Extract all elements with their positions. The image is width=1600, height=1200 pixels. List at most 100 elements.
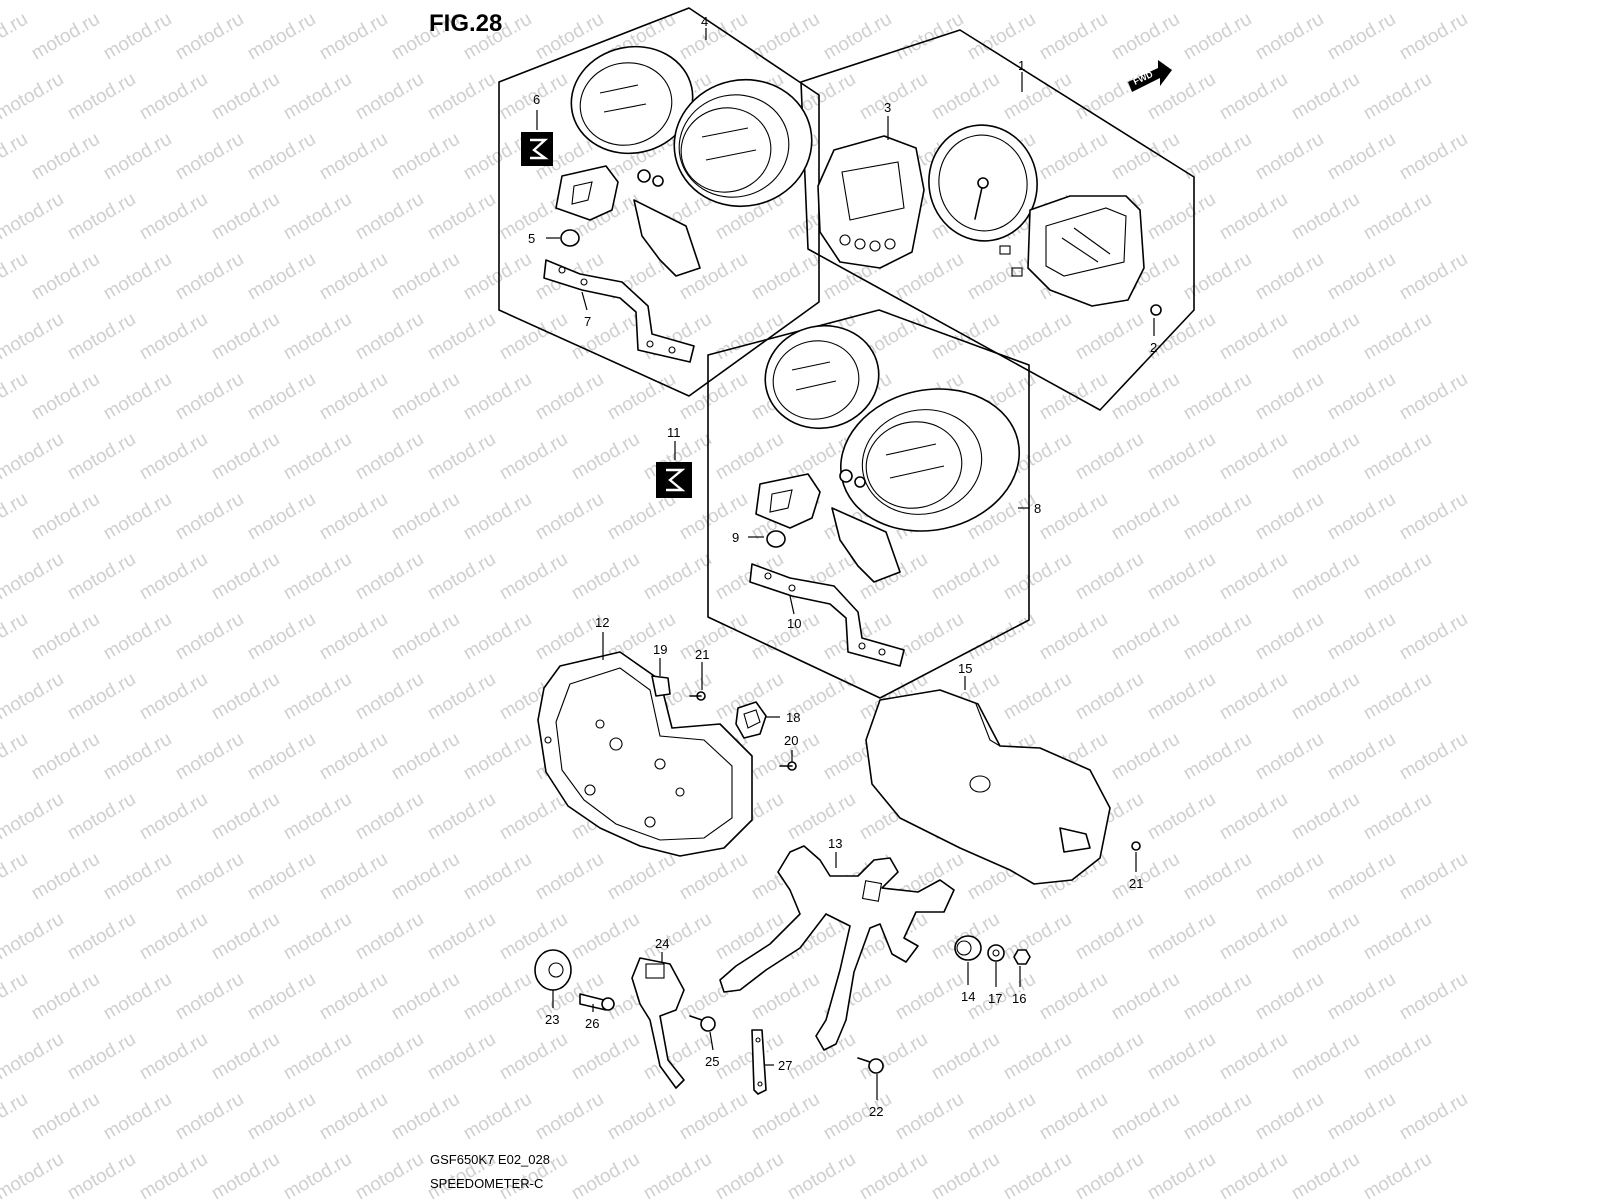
watermark-text: motod.ru bbox=[1288, 669, 1363, 725]
watermark-text: motod.ru bbox=[100, 369, 175, 425]
watermark-text: motod.ru bbox=[388, 489, 463, 545]
meter-case bbox=[537, 651, 753, 857]
cushion-18 bbox=[735, 701, 767, 739]
watermark-text: motod.ru bbox=[1000, 669, 1075, 725]
watermark-text: motod.ru bbox=[1396, 9, 1471, 65]
watermark-text: motod.ru bbox=[1288, 1029, 1363, 1085]
watermark-text: motod.ru bbox=[1324, 969, 1399, 1025]
watermark-text: motod.ru bbox=[280, 1029, 355, 1085]
watermark-text: motod.ru bbox=[820, 9, 895, 65]
watermark-text: motod.ru bbox=[424, 549, 499, 605]
watermark-text: motod.ru bbox=[424, 69, 499, 125]
grommet-middle bbox=[766, 530, 786, 548]
watermark-text: motod.ru bbox=[244, 609, 319, 665]
watermark-text: motod.ru bbox=[604, 1089, 679, 1145]
watermark-text: motod.ru bbox=[208, 1029, 283, 1085]
watermark-text: motod.ru bbox=[676, 1089, 751, 1145]
callout-24: 24 bbox=[655, 936, 669, 951]
watermark-text: motod.ru bbox=[856, 0, 931, 4]
watermark-text: motod.ru bbox=[892, 9, 967, 65]
watermark-text: motod.ru bbox=[1324, 729, 1399, 785]
watermark-text: motod.ru bbox=[352, 429, 427, 485]
watermark-text: motod.ru bbox=[100, 129, 175, 185]
watermark-text: motod.ru bbox=[1252, 1089, 1327, 1145]
watermark-text: motod.ru bbox=[0, 1149, 67, 1200]
watermark-text: motod.ru bbox=[172, 129, 247, 185]
watermark-text: motod.ru bbox=[0, 1089, 31, 1145]
watermark-text: motod.ru bbox=[1036, 129, 1111, 185]
watermark-text: motod.ru bbox=[388, 849, 463, 905]
watermark-text: motod.ru bbox=[892, 969, 967, 1025]
watermark-text: motod.ru bbox=[280, 1149, 355, 1200]
meter-cover-upper bbox=[555, 45, 813, 277]
watermark-text: motod.ru bbox=[748, 1089, 823, 1145]
watermark-text: motod.ru bbox=[1324, 249, 1399, 305]
watermark-text: motod.ru bbox=[136, 429, 211, 485]
watermark-text: motod.ru bbox=[748, 969, 823, 1025]
watermark-text: motod.ru bbox=[280, 429, 355, 485]
watermark-text: motod.ru bbox=[1360, 309, 1435, 365]
watermark-text: motod.ru bbox=[244, 249, 319, 305]
watermark-text: motod.ru bbox=[640, 0, 715, 4]
watermark-text: motod.ru bbox=[28, 1089, 103, 1145]
watermark-text: motod.ru bbox=[280, 309, 355, 365]
watermark-text: motod.ru bbox=[856, 1149, 931, 1200]
watermark-text: motod.ru bbox=[100, 9, 175, 65]
watermark-text: motod.ru bbox=[208, 429, 283, 485]
watermark-text: motod.ru bbox=[424, 189, 499, 245]
watermark-text: motod.ru bbox=[1288, 189, 1363, 245]
watermark-text: motod.ru bbox=[964, 609, 1039, 665]
leader-lines bbox=[536, 28, 1155, 1100]
watermark-text: motod.ru bbox=[1144, 789, 1219, 845]
watermark-text: motod.ru bbox=[28, 969, 103, 1025]
watermark-text: motod.ru bbox=[460, 249, 535, 305]
watermark-text: motod.ru bbox=[712, 0, 787, 4]
watermark-text: motod.ru bbox=[352, 789, 427, 845]
callout-27: 27 bbox=[778, 1058, 792, 1073]
callout-4: 4 bbox=[701, 14, 708, 29]
watermark-text: motod.ru bbox=[64, 549, 139, 605]
watermark-text: motod.ru bbox=[928, 69, 1003, 125]
watermark-text: motod.ru bbox=[0, 249, 31, 305]
watermark-text: motod.ru bbox=[1360, 429, 1435, 485]
watermark-text: motod.ru bbox=[640, 909, 715, 965]
watermark-text: motod.ru bbox=[460, 729, 535, 785]
watermark-text: motod.ru bbox=[1396, 249, 1471, 305]
watermark-text: motod.ru bbox=[1252, 729, 1327, 785]
watermark-text: motod.ru bbox=[1360, 69, 1435, 125]
watermark-text: motod.ru bbox=[532, 1089, 607, 1145]
watermark-text: motod.ru bbox=[928, 549, 1003, 605]
watermark-text: motod.ru bbox=[0, 549, 67, 605]
watermark-text: motod.ru bbox=[928, 1029, 1003, 1085]
watermark-text: motod.ru bbox=[208, 549, 283, 605]
screw-21-upper bbox=[689, 691, 706, 701]
watermark-text: motod.ru bbox=[0, 309, 67, 365]
assembly-box-upper-left bbox=[498, 7, 820, 397]
watermark-text: motod.ru bbox=[1252, 849, 1327, 905]
watermark-text: motod.ru bbox=[172, 489, 247, 545]
watermark-text: motod.ru bbox=[1036, 609, 1111, 665]
watermark-text: motod.ru bbox=[280, 0, 355, 4]
watermark-text: motod.ru bbox=[136, 309, 211, 365]
watermark-text: motod.ru bbox=[0, 909, 67, 965]
watermark-text: motod.ru bbox=[388, 1089, 463, 1145]
watermark-text: motod.ru bbox=[244, 369, 319, 425]
watermark-text: motod.ru bbox=[568, 909, 643, 965]
watermark-text: motod.ru bbox=[280, 189, 355, 245]
watermark-text: motod.ru bbox=[1144, 1029, 1219, 1085]
watermark-text: motod.ru bbox=[496, 0, 571, 4]
watermark-text: motod.ru bbox=[1108, 129, 1183, 185]
watermark-text: motod.ru bbox=[460, 489, 535, 545]
callout-15: 15 bbox=[958, 661, 972, 676]
watermark-text: motod.ru bbox=[1180, 849, 1255, 905]
grommet-upper bbox=[560, 229, 580, 247]
watermark-text: motod.ru bbox=[1396, 609, 1471, 665]
watermark-text: motod.ru bbox=[0, 849, 31, 905]
watermark-text: motod.ru bbox=[136, 69, 211, 125]
watermark-text: motod.ru bbox=[0, 969, 31, 1025]
watermark-text: motod.ru bbox=[172, 609, 247, 665]
watermark-text: motod.ru bbox=[1036, 969, 1111, 1025]
watermark-text: motod.ru bbox=[316, 729, 391, 785]
watermark-text: motod.ru bbox=[28, 849, 103, 905]
watermark-text: motod.ru bbox=[1324, 849, 1399, 905]
